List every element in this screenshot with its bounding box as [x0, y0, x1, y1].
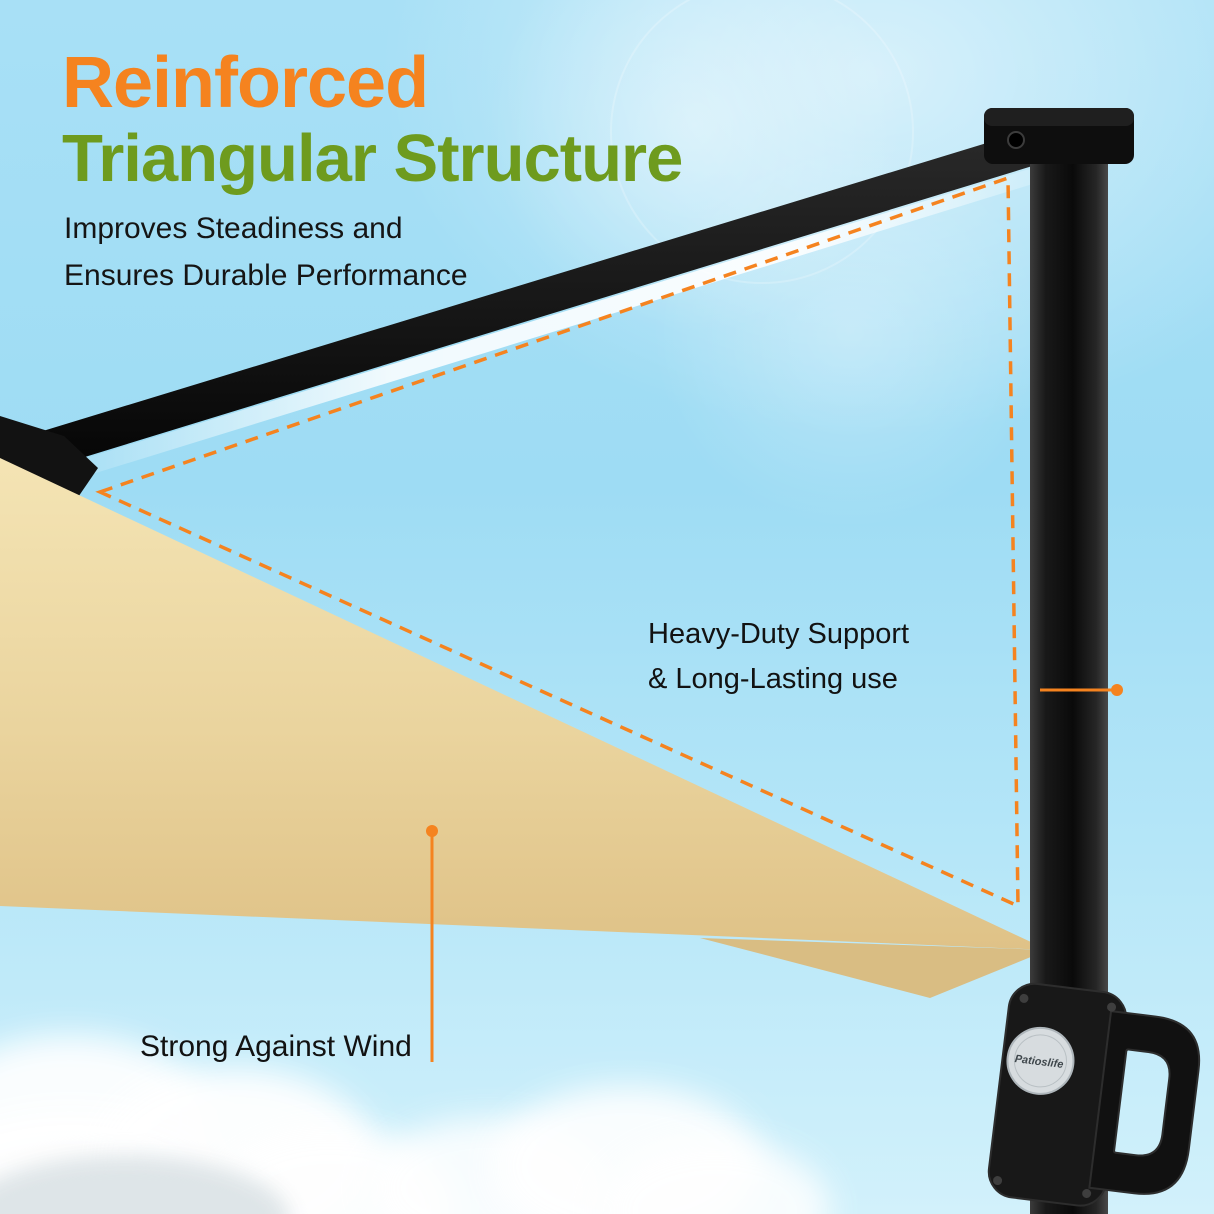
- pole-top-cap: [984, 108, 1134, 164]
- headline-line1: Reinforced: [62, 43, 429, 123]
- screw: [1107, 1002, 1117, 1012]
- canopy-edge-highlight: [34, 162, 1052, 492]
- screw: [1082, 1189, 1092, 1199]
- callout-line-wind: [426, 825, 438, 1062]
- headline-line2: Triangular Structure: [62, 121, 683, 197]
- subtitle-line1: Improves Steadiness and: [64, 212, 403, 245]
- callout-dot: [426, 825, 438, 837]
- headline: Reinforced Triangular Structure: [62, 43, 683, 197]
- callout-line-support: [1040, 684, 1123, 696]
- handle-assembly: [987, 982, 1201, 1207]
- callout-support-line1: Heavy-Duty Support: [648, 618, 910, 650]
- callout-wind-text: Strong Against Wind: [140, 1030, 412, 1063]
- brand-badge: [1006, 1026, 1075, 1095]
- umbrella-arm: [20, 128, 1052, 472]
- subtitle-line2: Ensures Durable Performance: [64, 259, 468, 292]
- callout-dot: [1111, 684, 1123, 696]
- canopy-fold: [700, 938, 1048, 998]
- callout-support-text: Heavy-Duty Support & Long-Lasting use: [648, 612, 909, 702]
- handle-grip: [1088, 1010, 1201, 1195]
- screw: [1019, 993, 1029, 1003]
- callout-support-line2: & Long-Lasting use: [648, 663, 898, 695]
- canopy: [0, 458, 1048, 950]
- subtitle: Improves Steadiness and Ensures Durable …: [64, 205, 468, 299]
- dashed-triangle: [95, 175, 1020, 909]
- screw: [993, 1176, 1003, 1186]
